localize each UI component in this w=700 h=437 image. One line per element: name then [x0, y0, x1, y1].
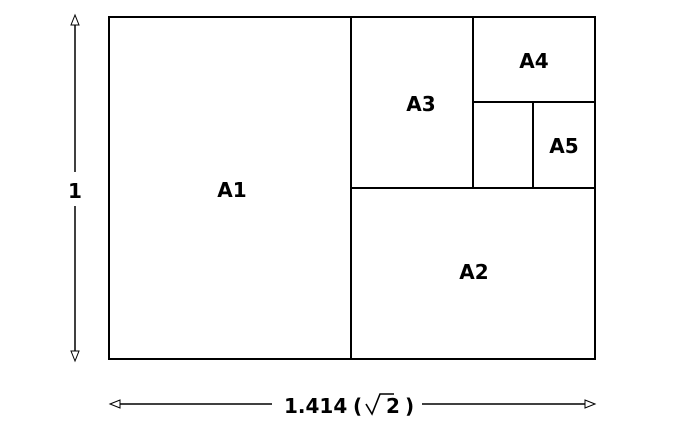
arrow-up-icon: [70, 13, 80, 26]
height-label: 1: [68, 179, 82, 203]
arrow-right-icon: [584, 399, 597, 409]
arrow-left-icon: [108, 399, 121, 409]
label-a4: A4: [519, 49, 548, 73]
label-a2: A2: [459, 260, 488, 284]
label-a1: A1: [217, 178, 246, 202]
label-a3: A3: [406, 92, 435, 116]
square-root-icon: [365, 393, 394, 416]
width-dimension-arrow: [108, 399, 597, 409]
width-root-value: 2: [386, 394, 400, 418]
width-label: 1.414: [284, 394, 347, 418]
width-open-paren: (: [353, 394, 362, 418]
width-close-paren: ): [405, 394, 414, 418]
height-dimension-arrow: [70, 13, 80, 363]
arrow-down-icon: [70, 350, 80, 363]
label-a5: A5: [549, 134, 578, 158]
